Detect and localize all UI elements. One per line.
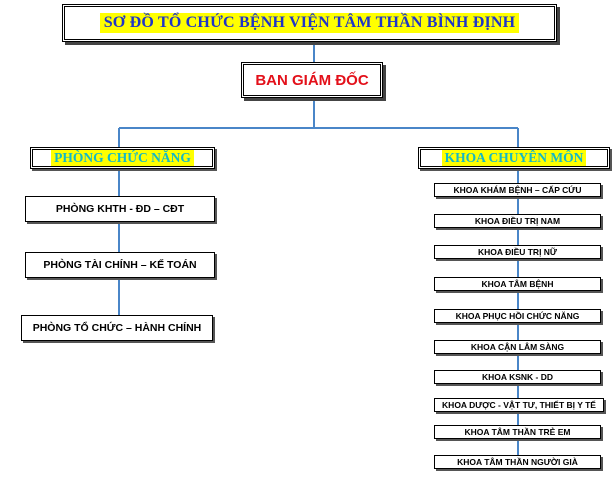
department-finance-accounting: PHÒNG TÀI CHÍNH – KẾ TOÁN <box>25 252 215 278</box>
clinical-unit: KHOA TÂM THẦN NGƯỜI GIÀ <box>434 455 601 469</box>
clinical-units-header: KHOA CHUYÊN MÔN <box>418 147 610 169</box>
functional-departments-header: PHÒNG CHỨC NĂNG <box>30 147 215 169</box>
clinical-unit: KHOA KSNK - DD <box>434 370 601 384</box>
clinical-unit-label: KHOA ĐIỀU TRỊ NỮ <box>478 247 557 257</box>
clinical-unit: KHOA TÂM BỆNH <box>434 277 601 291</box>
department-organization-administration: PHÒNG TỔ CHỨC – HÀNH CHÍNH <box>21 315 213 341</box>
department-label: PHÒNG KHTH - ĐD – CĐT <box>55 203 185 215</box>
clinical-unit: KHOA PHỤC HỒI CHỨC NĂNG <box>434 309 601 323</box>
clinical-unit-label: KHOA ĐIỀU TRỊ NAM <box>474 216 561 226</box>
clinical-unit: KHOA TÂM THẦN TRẺ EM <box>434 425 601 439</box>
clinical-unit-label: KHOA TÂM THẦN NGƯỜI GIÀ <box>457 457 578 467</box>
clinical-unit-label: KHOA DƯỢC - VẬT TƯ, THIẾT BỊ Y TẾ <box>442 400 596 410</box>
clinical-unit-label: KHOA TÂM THẦN TRẺ EM <box>464 427 571 437</box>
clinical-unit-label: KHOA CẬN LÂM SÀNG <box>470 342 565 352</box>
department-label: PHÒNG TÀI CHÍNH – KẾ TOÁN <box>43 259 197 271</box>
department-general-planning: PHÒNG KHTH - ĐD – CĐT <box>25 196 215 222</box>
clinical-unit: KHOA KHÁM BỆNH – CẤP CỨU <box>434 183 601 197</box>
functional-departments-label: PHÒNG CHỨC NĂNG <box>51 150 194 166</box>
clinical-unit-label: KHOA KSNK - DD <box>482 372 553 382</box>
clinical-unit-label: KHOA KHÁM BỆNH – CẤP CỨU <box>453 185 582 195</box>
department-label: PHÒNG TỔ CHỨC – HÀNH CHÍNH <box>32 322 202 334</box>
clinical-unit: KHOA ĐIỀU TRỊ NAM <box>434 214 601 228</box>
clinical-unit: KHOA DƯỢC - VẬT TƯ, THIẾT BỊ Y TẾ <box>434 398 604 412</box>
board-of-directors-label: BAN GIÁM ĐỐC <box>255 71 369 89</box>
clinical-unit-label: KHOA PHỤC HỒI CHỨC NĂNG <box>455 311 580 321</box>
clinical-unit: KHOA ĐIỀU TRỊ NỮ <box>434 245 601 259</box>
clinical-unit: KHOA CẬN LÂM SÀNG <box>434 340 601 354</box>
board-of-directors-box: BAN GIÁM ĐỐC <box>241 62 383 98</box>
chart-title-box: SƠ ĐỒ TỔ CHỨC BỆNH VIỆN TÂM THẦN BÌNH ĐỊ… <box>62 4 557 42</box>
clinical-units-label: KHOA CHUYÊN MÔN <box>441 150 587 166</box>
chart-title: SƠ ĐỒ TỔ CHỨC BỆNH VIỆN TÂM THẦN BÌNH ĐỊ… <box>99 13 520 33</box>
clinical-unit-label: KHOA TÂM BỆNH <box>481 279 554 289</box>
